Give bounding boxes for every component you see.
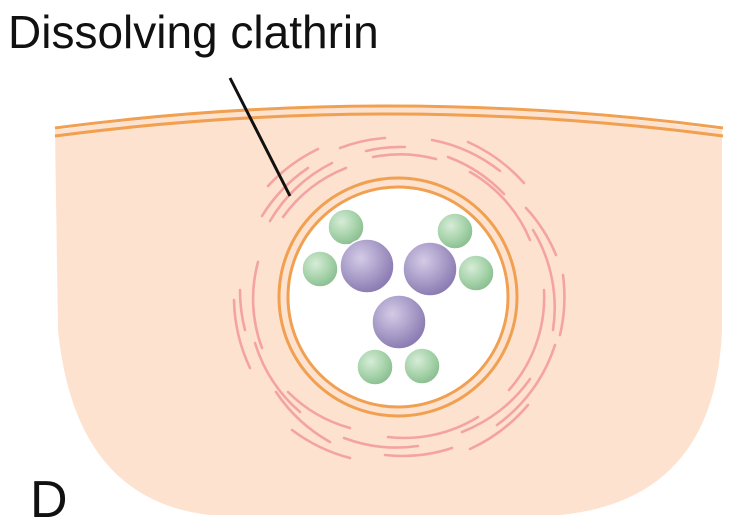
panel-letter: D	[30, 470, 68, 530]
purple-sphere-icon	[372, 295, 426, 349]
purple-sphere-icon	[403, 242, 457, 296]
caption-label: Dissolving clathrin	[8, 6, 379, 58]
green-sphere-icon	[437, 213, 473, 249]
purple-sphere-icon	[340, 239, 394, 293]
green-sphere-icon	[302, 251, 338, 287]
green-sphere-icon	[404, 348, 440, 384]
endocytosis-diagram: Dissolving clathrin D	[0, 0, 733, 517]
diagram-svg	[0, 0, 733, 517]
green-sphere-icon	[458, 255, 494, 291]
green-sphere-icon	[357, 349, 393, 385]
